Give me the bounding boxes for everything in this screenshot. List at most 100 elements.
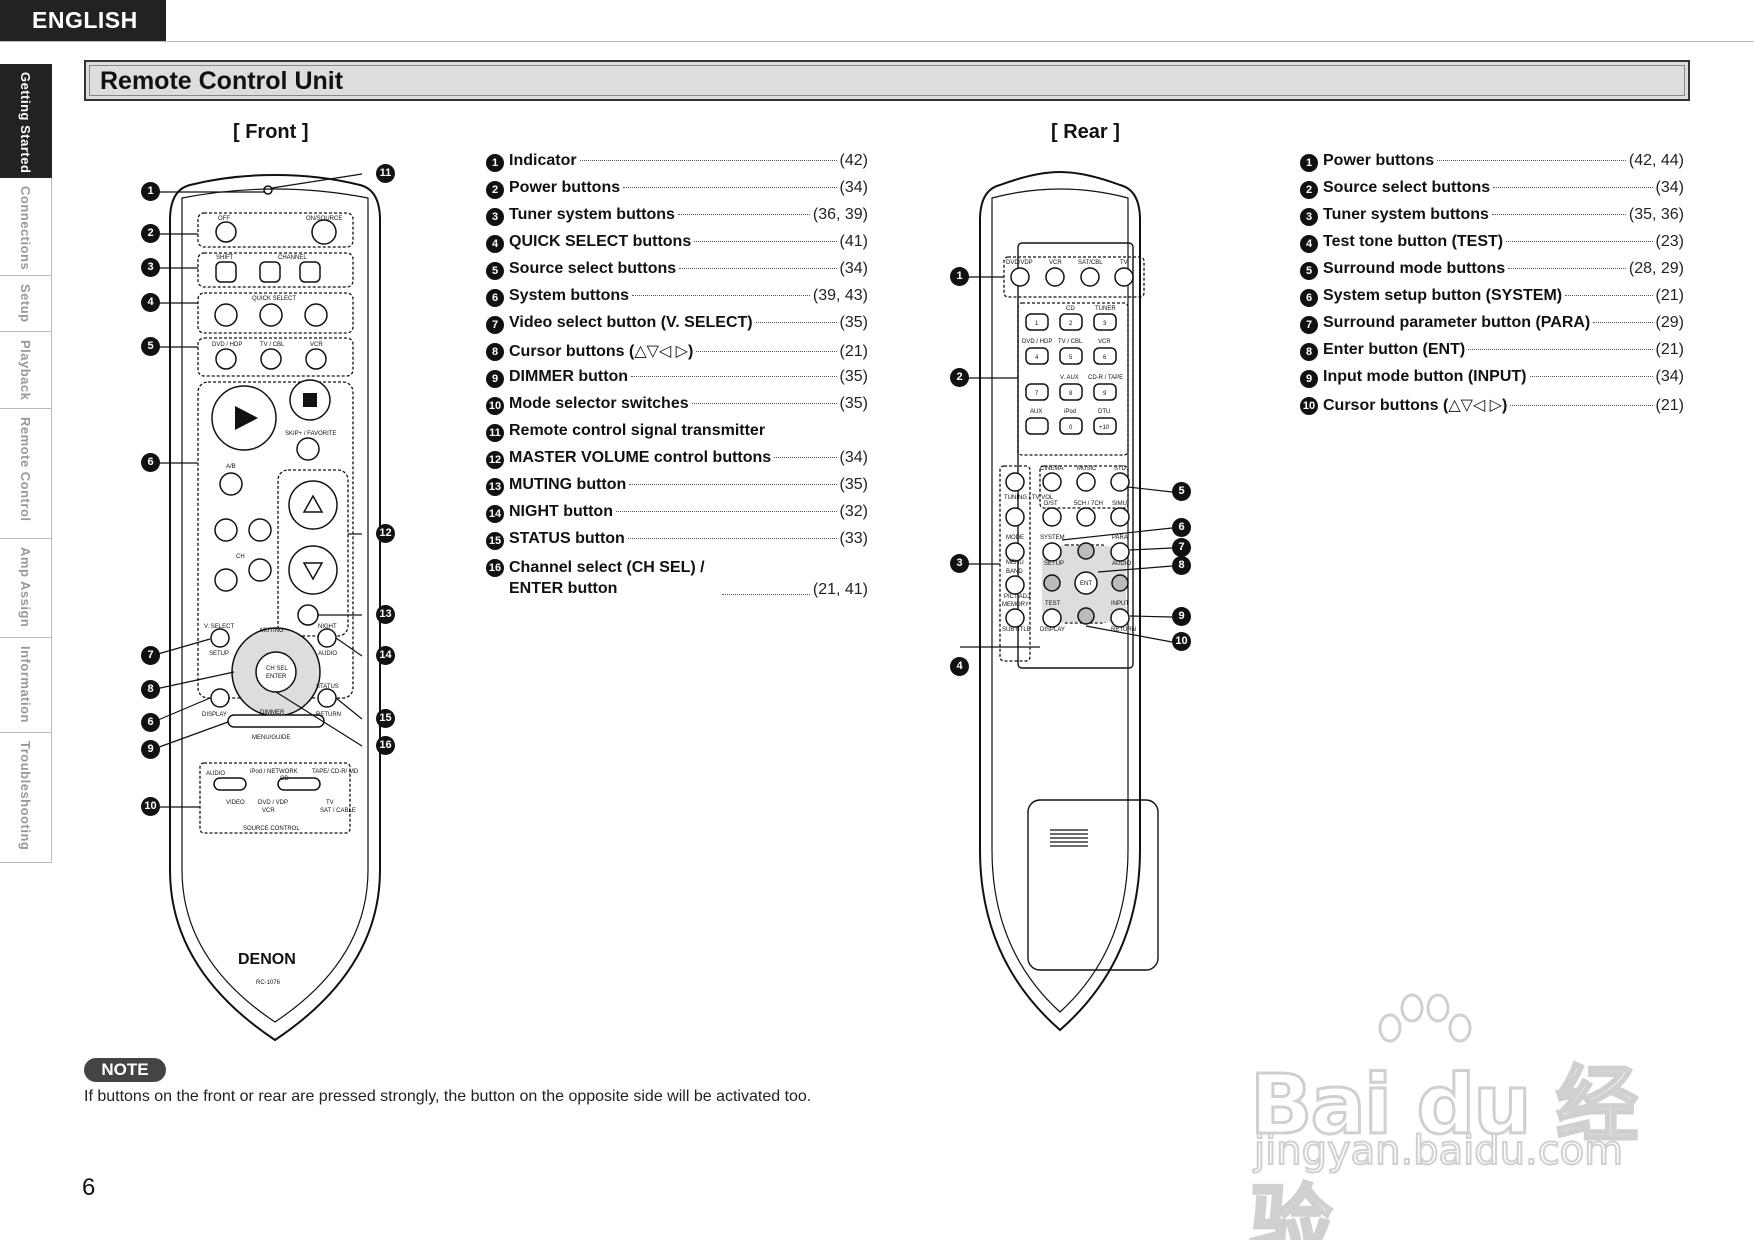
rear-key-6[interactable] (1093, 347, 1117, 365)
ch-plus-button[interactable] (248, 558, 272, 582)
rear-key-aux[interactable] (1025, 417, 1049, 435)
legend-page-ref: (42, 44) (1628, 152, 1684, 169)
rear-tv-power-button[interactable] (1114, 267, 1134, 287)
memory-button[interactable] (1005, 608, 1025, 628)
front-on-source-button[interactable] (311, 219, 337, 245)
volume-down-icon (302, 562, 324, 581)
leader-dots (755, 322, 837, 323)
side-tab-getting-started[interactable]: Getting Started (0, 64, 52, 178)
rear-key-4[interactable] (1025, 347, 1049, 365)
rear-leader-6 (1061, 527, 1173, 541)
front-off-button[interactable] (215, 221, 237, 243)
std-button[interactable] (1110, 472, 1130, 492)
mode-button[interactable] (1005, 542, 1025, 562)
front-audio-switch-label: AUDIO (206, 771, 225, 777)
ch-minus-button[interactable] (214, 568, 238, 592)
front-tv-cbl-button[interactable] (260, 348, 282, 370)
rear-key-1[interactable] (1025, 313, 1049, 331)
front-dvd-hdp-button[interactable] (215, 348, 237, 370)
rear-key-6-label: 6 (1103, 355, 1107, 361)
rear-leader-9 (1129, 615, 1173, 618)
cinema-button[interactable] (1042, 472, 1062, 492)
tuning-up-button[interactable] (1005, 472, 1025, 492)
side-tab-remote-control[interactable]: Remote Control (0, 409, 52, 539)
volume-up-button[interactable] (288, 480, 338, 530)
video-mode-switch[interactable] (277, 777, 321, 791)
volume-down-button[interactable] (288, 545, 338, 595)
rewind-button[interactable] (214, 518, 238, 542)
front-callout-1: 1 (141, 182, 160, 201)
baidu-watermark: Bai du 经验 jingyan.baidu.com (1249, 990, 1670, 1240)
front-menu-guide-label: MENU/GUIDE (252, 735, 290, 741)
rear-vcr2-label: VCR (1098, 339, 1111, 345)
rear-cursor-left-button[interactable] (1043, 574, 1061, 592)
side-tab-setup[interactable]: Setup (0, 276, 52, 332)
muting-button[interactable] (297, 604, 319, 626)
5ch-7ch-button[interactable] (1076, 507, 1096, 527)
legend-label: Video select button (V. SELECT) (509, 314, 753, 331)
rear-key-5[interactable] (1059, 347, 1083, 365)
rear-cursor-down-button[interactable] (1077, 607, 1095, 625)
rear-cursor-right-button[interactable] (1111, 574, 1129, 592)
rear-sat-cbl-label: SAT/CBL (1078, 260, 1103, 266)
front-display-button[interactable] (210, 688, 230, 708)
side-tab-information[interactable]: Information (0, 638, 52, 733)
rear-callout-3: 3 (950, 554, 969, 573)
quick-select-1-button[interactable] (214, 303, 238, 327)
skip-favorite-button[interactable] (296, 437, 320, 461)
side-tab-troubleshooting[interactable]: Troubleshooting (0, 733, 52, 863)
front-vcr-button[interactable] (305, 348, 327, 370)
front-v-select-button[interactable] (210, 628, 230, 648)
front-channel-minus-button[interactable] (259, 261, 281, 283)
front-enter-label: ENTER (266, 674, 287, 680)
rear-key-0[interactable] (1059, 417, 1083, 435)
ab-button[interactable] (219, 472, 243, 496)
rear-leader-5 (1127, 486, 1173, 493)
rear-key-9[interactable] (1093, 383, 1117, 401)
rear-key-8[interactable] (1059, 383, 1083, 401)
band-button[interactable] (1005, 575, 1025, 595)
legend-number: 14 (486, 505, 504, 523)
tuning-down-button[interactable] (1005, 507, 1025, 527)
para-button[interactable] (1110, 542, 1130, 562)
side-tab-playback[interactable]: Playback (0, 332, 52, 409)
front-night-button[interactable] (317, 628, 337, 648)
front-channel-plus-button[interactable] (299, 261, 321, 283)
rear-key-2[interactable] (1059, 313, 1083, 331)
legend-page-ref: (34) (1655, 179, 1684, 196)
side-tab-connections[interactable]: Connections (0, 178, 52, 276)
dst-button[interactable] (1042, 507, 1062, 527)
system-button[interactable] (1042, 542, 1062, 562)
rear-sat-cbl-button[interactable] (1080, 267, 1100, 287)
input-button[interactable] (1110, 608, 1130, 628)
ch-sel-enter-button[interactable] (255, 651, 297, 693)
front-remote-body (169, 173, 381, 1042)
rear-cursor-up-button[interactable] (1077, 542, 1095, 560)
front-status-button[interactable] (317, 688, 337, 708)
audio-mode-switch[interactable] (213, 777, 247, 791)
rear-key-3[interactable] (1093, 313, 1117, 331)
leader-11 (271, 173, 363, 189)
quick-select-2-button[interactable] (259, 303, 283, 327)
rear-dst-label: D/ST (1044, 501, 1058, 507)
rear-dvd-vdp-button[interactable] (1010, 267, 1030, 287)
legend-number: 4 (1300, 235, 1318, 253)
simu-button[interactable] (1110, 507, 1130, 527)
dimmer-button[interactable] (227, 714, 325, 728)
rear-key-7[interactable] (1025, 383, 1049, 401)
rear-vcr-power-button[interactable] (1045, 267, 1065, 287)
test-button[interactable] (1042, 608, 1062, 628)
side-tab-amp-assign[interactable]: Amp Assign (0, 539, 52, 638)
rear-cdr-tape-label: CD-R / TAPE (1088, 375, 1123, 381)
rear-key-plus10[interactable] (1093, 417, 1117, 435)
fast-forward-button[interactable] (248, 518, 272, 542)
music-button[interactable] (1076, 472, 1096, 492)
ent-button[interactable] (1074, 571, 1098, 595)
front-shift-button[interactable] (215, 261, 237, 283)
quick-select-3-button[interactable] (304, 303, 328, 327)
